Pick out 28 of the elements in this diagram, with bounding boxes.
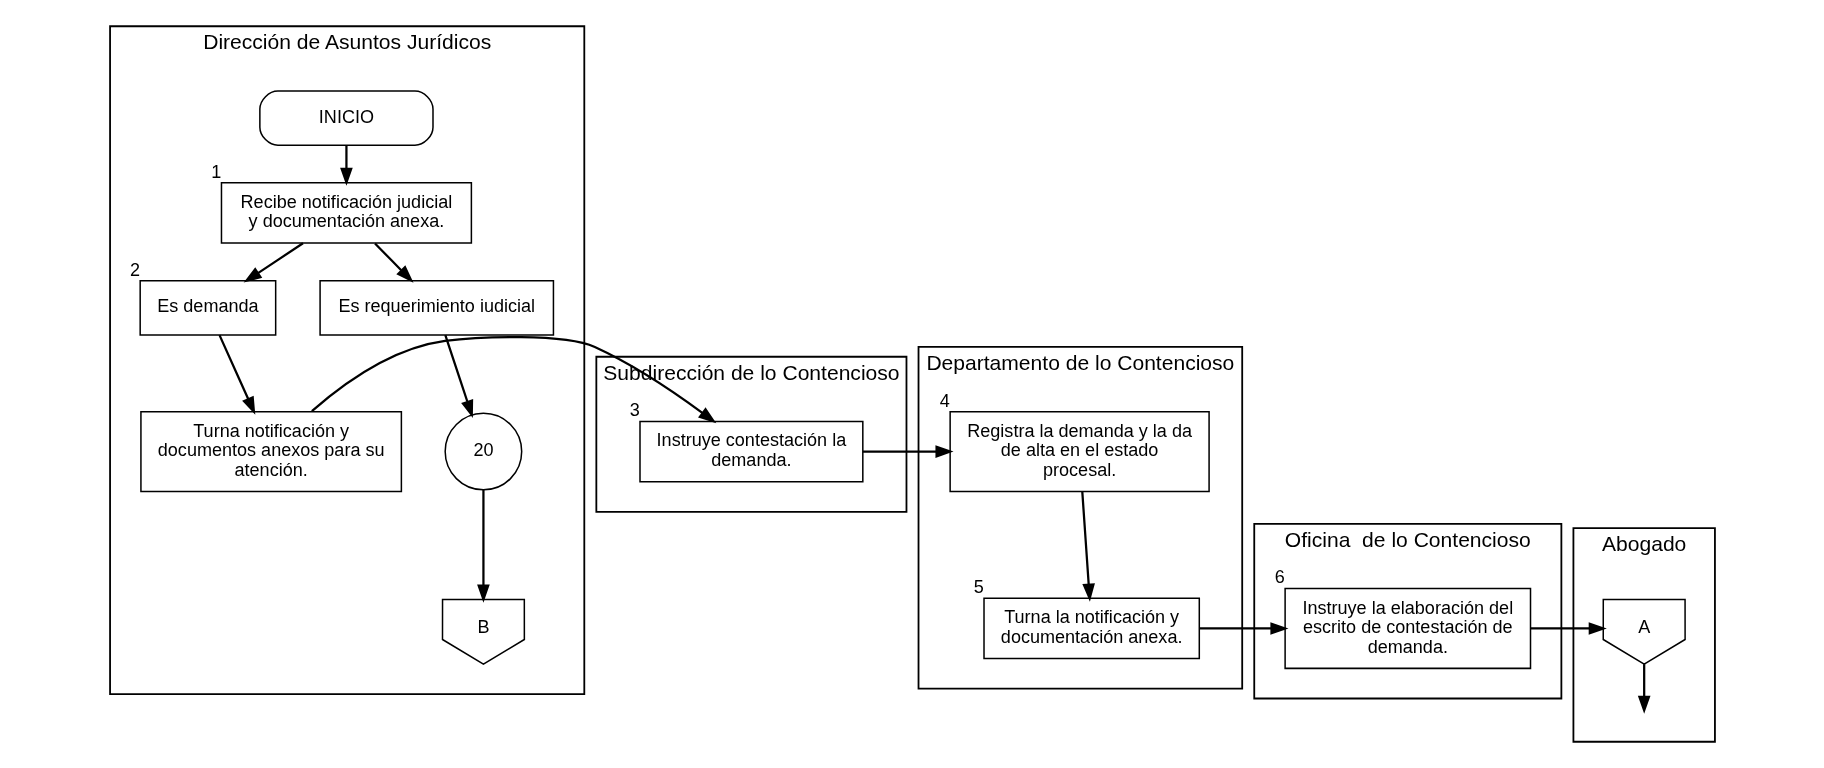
arrow — [310, 335, 716, 424]
arrow — [1080, 491, 1095, 602]
arrow — [862, 445, 954, 458]
node-label: 2 — [129, 259, 140, 280]
arrow — [443, 334, 473, 419]
node-box: Instruye contestación la demanda. — [638, 420, 864, 483]
node-label: 6 — [1274, 567, 1285, 588]
node-label: 3 — [629, 400, 640, 421]
arrow — [1637, 664, 1650, 714]
arrow — [243, 242, 304, 283]
arrow — [339, 145, 353, 186]
node-box: Registra la demanda y la da de alta en el estado procesal. — [948, 410, 1210, 493]
arrow — [373, 242, 414, 283]
node-label: 4 — [939, 390, 950, 411]
arrow — [476, 489, 490, 603]
node-label: 5 — [973, 577, 984, 598]
arrow — [1530, 622, 1607, 635]
node-box: Turna la notificación y documentación anexa. — [982, 597, 1200, 660]
node-label: 1 — [210, 161, 221, 182]
node-box: Es demanda — [138, 279, 276, 336]
node-circle: 20 — [443, 412, 522, 491]
node-box: Es requerimiento iudicial — [318, 279, 554, 336]
node-box: Recibe notificación judicial y documentación anexa. — [220, 182, 472, 244]
node-box: Turna notificación y documentos anexos para su atención. — [139, 410, 402, 493]
arrow — [218, 334, 255, 415]
arrow — [1199, 622, 1288, 635]
node-box: Instruye la elaboración del escrito de contestación de demanda. — [1283, 587, 1531, 670]
node-box: INICIO — [258, 90, 434, 146]
